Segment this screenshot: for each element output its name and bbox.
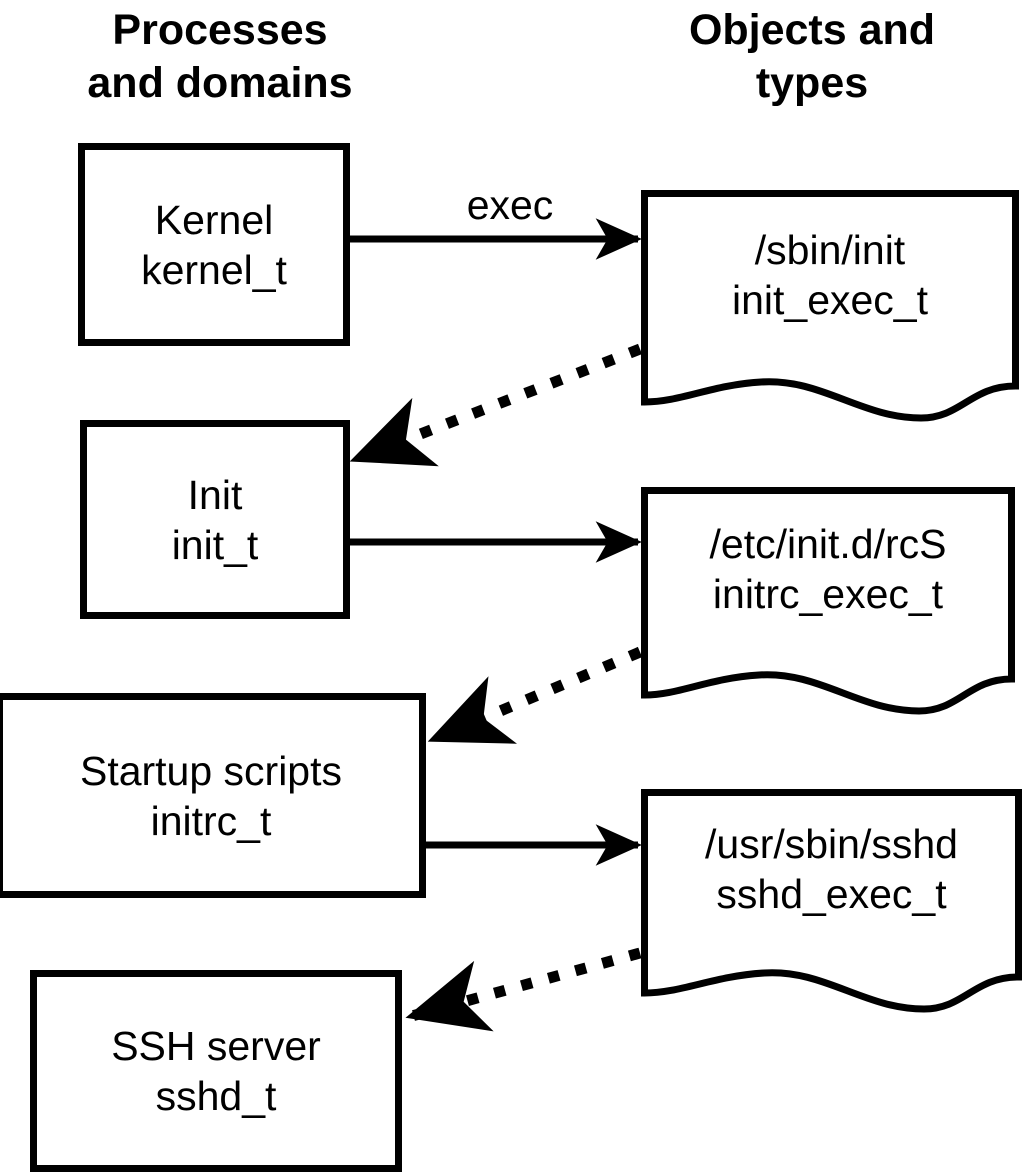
edge-sshd-exec-transition [405,947,642,1032]
process-name: Kernel [154,196,274,243]
process-box-init[interactable]: Init init_t [80,420,350,619]
object-doc-etc-initd-rcs[interactable]: /etc/init.d/rcS initrc_exec_t [641,487,1015,715]
column-header-processes: Processes and domains [87,6,353,107]
process-type: initrc_t [150,797,272,844]
process-name: SSH server [111,1023,321,1069]
process-box-startup-scripts[interactable]: Startup scripts initrc_t [0,693,426,898]
edge-initrc-exec-transition [427,646,643,745]
object-doc-sbin-init[interactable]: /sbin/init init_exec_t [641,190,1019,424]
process-type: kernel_t [141,246,287,293]
edge-init-exec-transition [349,343,642,467]
edge-label-exec: exec [466,182,554,228]
column-header-objects: Objects and types [688,6,936,107]
object-doc-usr-sbin-sshd[interactable]: /usr/sbin/sshd sshd_exec_t [641,789,1022,1013]
process-name: Init [187,471,243,518]
process-name: Startup scripts [79,747,343,794]
process-type: init_t [171,521,259,568]
process-type: sshd_t [155,1073,277,1119]
process-box-ssh-server[interactable]: SSH server sshd_t [30,970,402,1172]
process-box-kernel[interactable]: Kernel kernel_t [78,143,350,346]
